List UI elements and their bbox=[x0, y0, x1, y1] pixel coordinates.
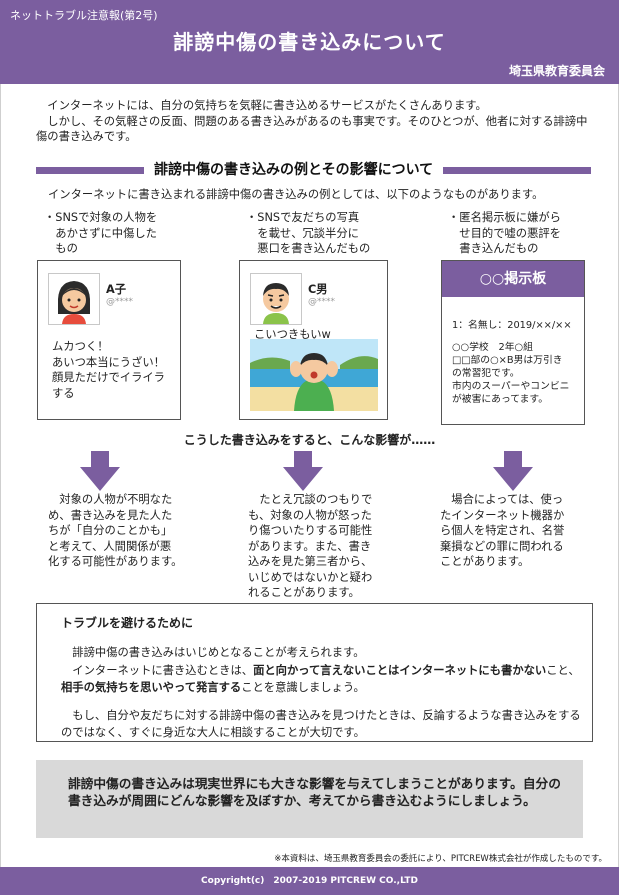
example-caption: ・SNSで友だちの写真 を載せ、冗談半分に 悪口を書き込んだもの bbox=[246, 211, 371, 255]
summary-box: 誹謗中傷の書き込みは現実世界にも大きな影響を与えてしまうことがあります。自分の書… bbox=[36, 760, 583, 838]
tips-text: インターネットに書き込むときは、 bbox=[72, 663, 254, 677]
intro-text: インターネットには、自分の気持ちを気軽に書き込めるサービスがたくさんあります。 … bbox=[36, 98, 596, 145]
footer-copyright: Copyright(c) 2007-2019 PITCREW CO.,LTD bbox=[0, 867, 619, 895]
effect-text: 対象の人物が不明なた め、書き込みを見た人た ちが「自分のことかも」 と考えて、… bbox=[48, 493, 183, 568]
girl-avatar-icon bbox=[48, 273, 100, 325]
tips-emphasis: 面と向かって言えないことはインターネットにも書かない bbox=[253, 663, 547, 677]
organization-name: 埼玉県教育委員会 bbox=[508, 64, 605, 78]
tips-paragraph: もし、自分や友だちに対する誹謗中傷の書き込みを見つけたときは、反論するような書き… bbox=[61, 708, 581, 740]
tips-emphasis: 相手の気持ちを思いやって発言する bbox=[61, 681, 242, 694]
boy-avatar-icon bbox=[250, 273, 302, 325]
issue-label: ネットトラブル注意報(第2号) bbox=[10, 9, 158, 22]
effect-text: たとえ冗談のつもりで も、対象の人物が怒った り傷ついたりする可能性 があります… bbox=[248, 493, 373, 599]
board-title: ○○掲示板 bbox=[442, 261, 584, 297]
post-text: こいつきもいw bbox=[254, 328, 331, 341]
section-heading-text: 誹謗中傷の書き込みの例とその影響について bbox=[144, 160, 444, 180]
tips-box: トラブルを避けるために 誹謗中傷の書き込みはいじめとなることが考えられます。 イ… bbox=[36, 603, 593, 742]
post-text: ムカつく！ あいつ本当にうざい！ 顔見ただけでイライラ する bbox=[52, 340, 165, 400]
intro-paragraph: しかし、その気軽さの反面、問題のある書き込みがあるのも事実です。そのひとつが、他… bbox=[36, 114, 588, 144]
page-title: 誹謗中傷の書き込みについて bbox=[173, 30, 446, 54]
user-handle: @**** bbox=[106, 297, 133, 307]
user-name: C男 bbox=[308, 283, 328, 296]
down-arrow-icon bbox=[283, 451, 323, 491]
tips-text: ことを意識しましょう。 bbox=[241, 681, 365, 694]
tips-text: こと、 bbox=[546, 663, 580, 677]
effect-text: 場合によっては、使っ たインターネット機器か ら個人を特定され、名誉 棄損などの… bbox=[440, 493, 565, 568]
intro-paragraph: インターネットには、自分の気持ちを気軽に書き込めるサービスがたくさんあります。 bbox=[47, 99, 487, 112]
credit-note: ※本資料は、埼玉県教育委員会の委託により、PITCREW株式会社が作成したもので… bbox=[274, 854, 607, 864]
beach-photo-image bbox=[250, 339, 378, 411]
tips-paragraph: インターネットに書き込むときは、面と向かって言えないことはインターネットにも書か… bbox=[61, 662, 583, 697]
tips-paragraph: 誹謗中傷の書き込みはいじめとなることが考えられます。 bbox=[72, 646, 365, 659]
tips-title: トラブルを避けるために bbox=[61, 616, 194, 630]
summary-text: 誹謗中傷の書き込みは現実世界にも大きな影響を与えてしまうことがあります。自分の書… bbox=[68, 776, 561, 808]
board-post-meta: 1：名無し：2019/××/×× bbox=[452, 320, 572, 331]
user-name: A子 bbox=[106, 283, 127, 296]
section-lead: インターネットに書き込まれる誹謗中傷の書き込みの例としては、以下のようなものがあ… bbox=[48, 188, 544, 201]
section-heading: 誹謗中傷の書き込みの例とその影響について bbox=[36, 160, 591, 180]
example-caption: ・SNSで対象の人物を あかさずに中傷した もの bbox=[44, 211, 158, 255]
tips-body: 誹謗中傷の書き込みはいじめとなることが考えられます。 インターネットに書き込むと… bbox=[61, 644, 583, 742]
user-handle: @**** bbox=[308, 297, 335, 307]
board-post-text: ○○学校 2年○組 □□部の○×B男は万引き の常習犯です。 市内のスーパーやコ… bbox=[452, 342, 570, 405]
bulletin-board-card: ○○掲示板 1：名無し：2019/××/×× ○○学校 2年○組 □□部の○×B… bbox=[441, 260, 585, 425]
effects-heading: こうした書き込みをすると、こんな影響が…… bbox=[183, 433, 436, 447]
example-caption: ・匿名掲示板に嫌がら せ目的で嘘の悪評を 書き込んだもの bbox=[448, 211, 561, 255]
paragraph-gap bbox=[61, 697, 583, 707]
sns-post-card: C男 @**** こいつきもいw bbox=[239, 260, 388, 420]
header-banner: ネットトラブル注意報(第2号) 誹謗中傷の書き込みについて 埼玉県教育委員会 bbox=[0, 0, 619, 84]
sns-post-card: A子 @**** ムカつく！ あいつ本当にうざい！ 顔見ただけでイライラ する bbox=[37, 260, 181, 420]
down-arrow-icon bbox=[80, 451, 120, 491]
down-arrow-icon bbox=[493, 451, 533, 491]
